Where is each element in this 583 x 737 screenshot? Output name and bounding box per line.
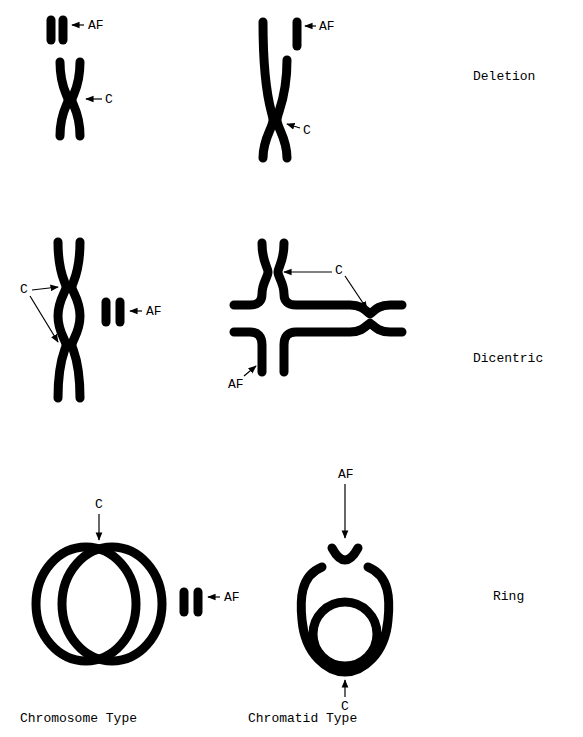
deletion-chromosome (51, 20, 102, 136)
dicentric-chromatid (234, 243, 402, 376)
fragment-label: AF (228, 378, 244, 391)
row-label: Deletion (473, 70, 535, 83)
row-label: Ring (493, 590, 524, 603)
row-label: Dicentric (473, 352, 543, 365)
centromere-label: C (95, 498, 103, 511)
centromere-label: C (303, 124, 311, 137)
fragment-label: AF (146, 305, 162, 318)
centromere-label: C (335, 264, 343, 277)
ring-chromosome (36, 514, 220, 661)
dicentric-chromosome (30, 242, 142, 398)
fragment-label: AF (319, 20, 335, 33)
column-label: Chromatid Type (248, 712, 357, 725)
ring-chromatid (301, 484, 389, 697)
centromere-label: C (105, 93, 113, 106)
deletion-chromatid (263, 22, 316, 158)
fragment-label: AF (88, 19, 104, 32)
centromere-label: C (20, 283, 28, 296)
fragment-label: AF (224, 591, 240, 604)
column-label: Chromosome Type (20, 712, 137, 725)
fragment-label: AF (338, 468, 354, 481)
